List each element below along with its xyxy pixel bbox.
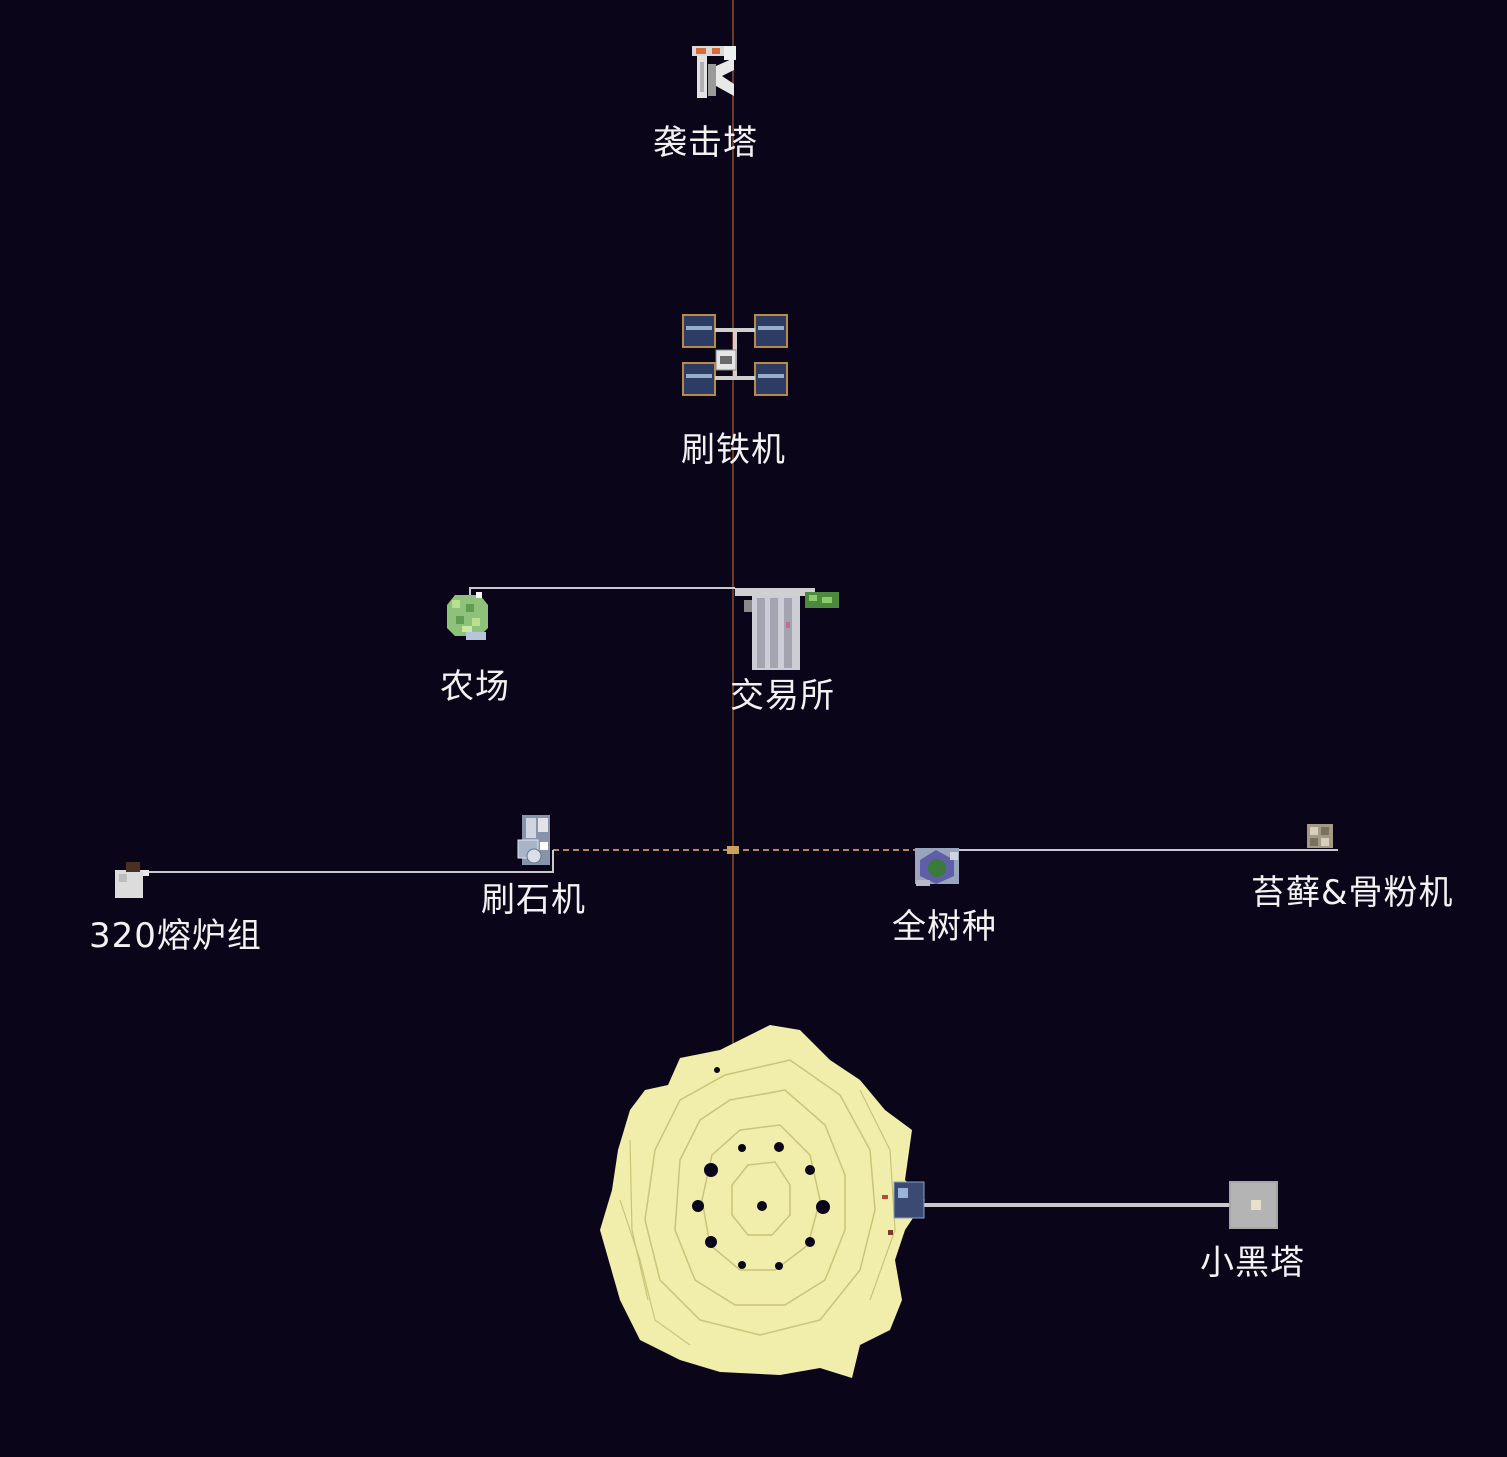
stone-farm-icon[interactable] — [517, 815, 550, 865]
junction-marker — [727, 846, 739, 854]
farm-icon[interactable] — [447, 592, 488, 640]
label-stone-farm: 刷石机 — [481, 880, 586, 920]
rail-to-farm — [469, 587, 735, 595]
furnace-array-icon[interactable] — [115, 862, 149, 898]
label-farm: 农场 — [440, 667, 510, 707]
label-moss-bonemeal: 苔藓&骨粉机 — [1251, 873, 1454, 913]
raid-tower-icon[interactable] — [692, 46, 736, 98]
label-tree-farm: 全树种 — [892, 907, 997, 947]
end-island-icon — [600, 1025, 925, 1378]
iron-farm-icon[interactable] — [682, 314, 788, 396]
trading-hall-icon[interactable] — [735, 588, 839, 670]
label-furnace-array: 320熔炉组 — [89, 916, 262, 956]
label-trading-hall: 交易所 — [730, 676, 835, 716]
rail-to-furnace-array — [148, 850, 554, 873]
small-black-tower-icon[interactable] — [1229, 1181, 1278, 1229]
label-small-black-tower: 小黑塔 — [1200, 1243, 1305, 1283]
label-iron-farm: 刷铁机 — [681, 430, 786, 470]
tree-farm-icon[interactable] — [915, 848, 959, 886]
label-raid-tower: 袭击塔 — [653, 123, 758, 163]
moss-bonemeal-icon[interactable] — [1307, 824, 1333, 848]
